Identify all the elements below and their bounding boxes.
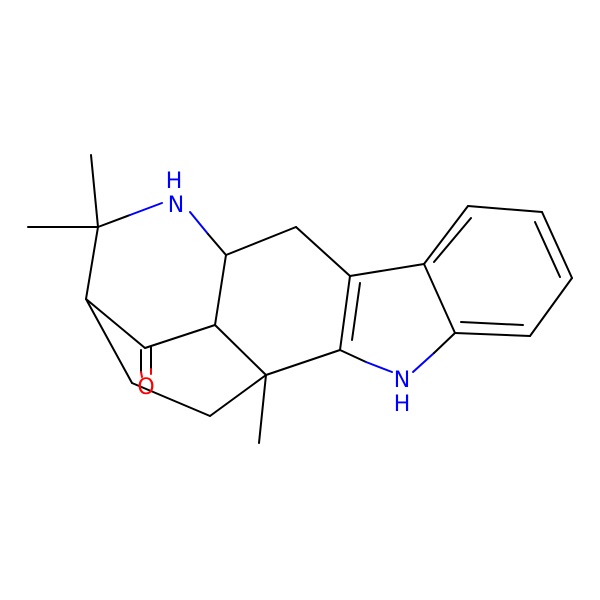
bond-c3a-c7a [423, 263, 456, 334]
bond-n1-calpha-a [189, 211, 209, 235]
bond-ch2-c3 [295, 226, 351, 277]
bond-c5-c6 [541, 211, 573, 279]
bond-c2-c3-inner [351, 282, 361, 341]
bond-cq-n1-b [129, 202, 163, 216]
bond-c7-c7a [454, 332, 531, 337]
bond-c2-n-a [339, 349, 367, 363]
bond-n-c7a-b [433, 332, 456, 354]
atom-label-layer: N H N H O [137, 169, 410, 417]
indole-nitrogen-label: N [394, 368, 410, 393]
bond-methyl-up [90, 154, 99, 228]
bond-calpha-ch2 [225, 226, 297, 256]
bond-cquat-methyl [258, 374, 267, 444]
bond-cq-n1-a [97, 214, 131, 228]
bond-ch2-cquat [209, 374, 267, 417]
amine-hydrogen-label: H [166, 169, 183, 194]
bond-c4-c5 [467, 205, 543, 213]
bond-bridgehead-ch2 [85, 298, 133, 384]
bond-bridgehead-carbonyl [85, 298, 146, 349]
bond-c3-c3a [349, 263, 425, 277]
bond-cbridge-carbonyl [144, 324, 216, 349]
bond-c6-c7 [529, 277, 573, 337]
bond-cbridge-cquat [214, 324, 267, 376]
carbonyl-oxygen-label: O [137, 375, 154, 400]
bond-co-1b [140, 371, 143, 378]
bond-ch2-ch2 [131, 382, 211, 417]
indole-hydrogen-label: H [394, 392, 411, 417]
amine-nitrogen-label: N [168, 193, 184, 218]
bond-c5-c6-inner [534, 221, 561, 278]
bond-cq-bridgehead [85, 226, 99, 300]
bond-c2-n-b [365, 361, 393, 373]
bond-layer [27, 154, 573, 444]
bond-n-c7a-a [412, 352, 435, 373]
bond-c3a-c4-inner [433, 217, 472, 263]
bond-c7-c7a-inner [460, 321, 524, 326]
bond-n1-calpha-b [207, 233, 227, 256]
bond-c3a-c4 [423, 205, 469, 265]
bond-cquat-c2 [265, 349, 341, 376]
bond-c2-c3 [339, 275, 351, 351]
bond-calpha-cbridge [214, 254, 227, 326]
